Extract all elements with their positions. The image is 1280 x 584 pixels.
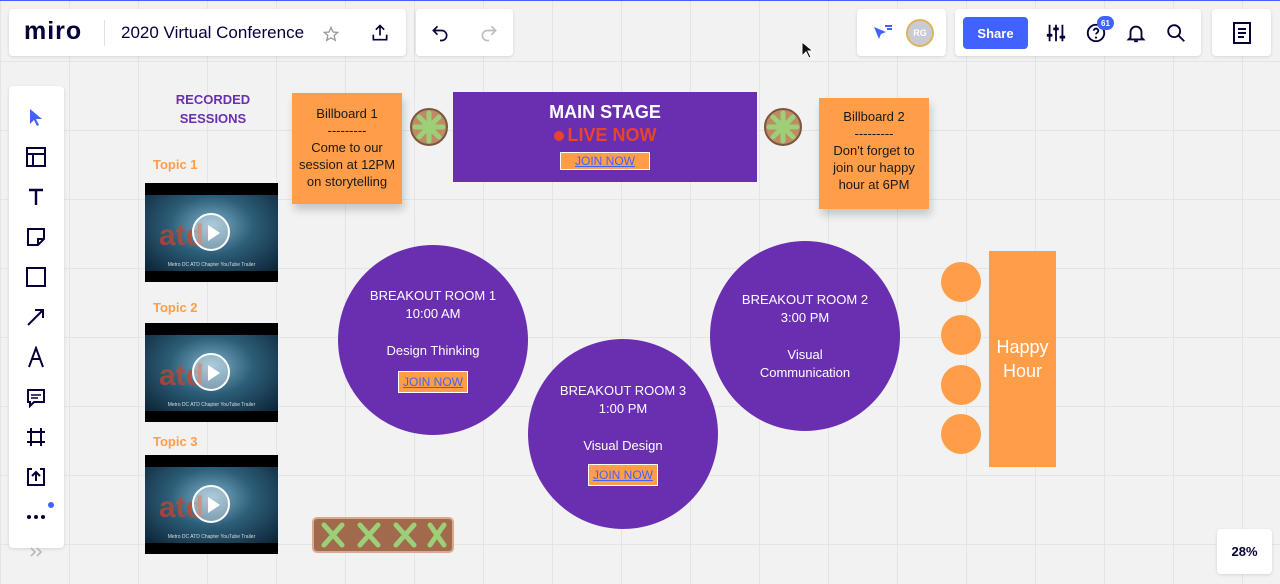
settings-sliders-icon[interactable] xyxy=(1044,21,1068,45)
expand-chevron-icon[interactable] xyxy=(27,545,45,559)
topic-2-label: Topic 2 xyxy=(153,300,198,315)
top-accent-line xyxy=(0,0,1280,1)
help-icon[interactable] xyxy=(1084,21,1108,45)
video-thumbnail-topic-2[interactable]: atd Metro DC ATD Chapter YouTube Trailer xyxy=(145,323,278,422)
play-icon[interactable] xyxy=(192,485,230,523)
planter-decoration-icon xyxy=(312,517,454,553)
breakout-room-1[interactable]: BREAKOUT ROOM 1 10:00 AM Design Thinking… xyxy=(338,245,528,435)
breakout-room-1-join-button[interactable]: JOIN NOW xyxy=(398,371,468,393)
undo-redo-panel xyxy=(416,9,513,56)
plant-decoration-icon xyxy=(408,106,450,148)
play-icon[interactable] xyxy=(192,213,230,251)
topic-1-label: Topic 1 xyxy=(153,157,198,172)
main-stage-join-button[interactable]: JOIN NOW xyxy=(560,152,650,170)
help-notification-badge: 61 xyxy=(1097,16,1114,30)
topic-3-label: Topic 3 xyxy=(153,434,198,449)
upload-icon[interactable] xyxy=(22,463,50,491)
avatar[interactable]: RG xyxy=(906,19,934,47)
bell-icon[interactable] xyxy=(1124,21,1148,45)
breakout-room-3[interactable]: BREAKOUT ROOM 3 1:00 PM Visual Design JO… xyxy=(528,339,718,529)
frame-icon[interactable] xyxy=(22,423,50,451)
cursor-filter-icon[interactable] xyxy=(869,20,895,46)
breakout-room-3-join-button[interactable]: JOIN NOW xyxy=(588,464,658,486)
sticky-note-icon[interactable] xyxy=(22,223,50,251)
seat-circle[interactable] xyxy=(941,414,981,454)
more-notification-dot xyxy=(48,502,54,508)
video-thumbnail-topic-1[interactable]: atd Metro DC ATD Chapter YouTube Trailer xyxy=(145,183,278,282)
board-header-panel xyxy=(9,9,406,56)
star-icon[interactable] xyxy=(321,24,341,44)
seat-circle[interactable] xyxy=(941,365,981,405)
seat-circle[interactable] xyxy=(941,262,981,302)
happy-hour-table[interactable]: Happy Hour xyxy=(989,251,1056,467)
seat-circle[interactable] xyxy=(941,315,981,355)
main-stage-title: MAIN STAGE xyxy=(549,102,661,122)
notes-icon[interactable] xyxy=(1230,21,1254,45)
live-dot-icon xyxy=(553,131,564,141)
live-now-indicator: LIVE NOW xyxy=(453,125,757,146)
share-button[interactable]: Share xyxy=(963,17,1028,49)
line-arrow-icon[interactable] xyxy=(22,303,50,331)
export-icon[interactable] xyxy=(368,21,392,45)
select-cursor-icon[interactable] xyxy=(22,103,50,131)
redo-icon[interactable] xyxy=(477,21,501,45)
pen-icon[interactable] xyxy=(22,343,50,371)
more-icon[interactable] xyxy=(22,503,50,531)
templates-icon[interactable] xyxy=(22,143,50,171)
shape-icon[interactable] xyxy=(22,263,50,291)
header-divider xyxy=(104,20,105,46)
text-icon[interactable] xyxy=(22,183,50,211)
billboard-2-sticky[interactable]: Billboard 2 --------- Don't forget to jo… xyxy=(819,98,929,209)
comment-icon[interactable] xyxy=(22,384,50,412)
recorded-sessions-heading: RECORDED SESSIONS xyxy=(175,92,251,126)
zoom-level[interactable]: 28% xyxy=(1217,529,1272,574)
search-icon[interactable] xyxy=(1164,21,1188,45)
main-stage-frame[interactable]: MAIN STAGE LIVE NOW JOIN NOW xyxy=(453,92,757,182)
board-title[interactable]: 2020 Virtual Conference xyxy=(121,23,305,42)
billboard-1-sticky[interactable]: Billboard 1 --------- Come to our sessio… xyxy=(292,93,402,204)
play-icon[interactable] xyxy=(192,353,230,391)
mouse-pointer-icon xyxy=(800,40,814,60)
breakout-room-2[interactable]: BREAKOUT ROOM 2 3:00 PM Visual Communica… xyxy=(710,241,900,431)
undo-icon[interactable] xyxy=(428,21,452,45)
video-thumbnail-topic-3[interactable]: atd Metro DC ATD Chapter YouTube Trailer xyxy=(145,455,278,554)
miro-logo[interactable]: miro xyxy=(24,17,83,45)
plant-decoration-icon xyxy=(762,106,804,148)
